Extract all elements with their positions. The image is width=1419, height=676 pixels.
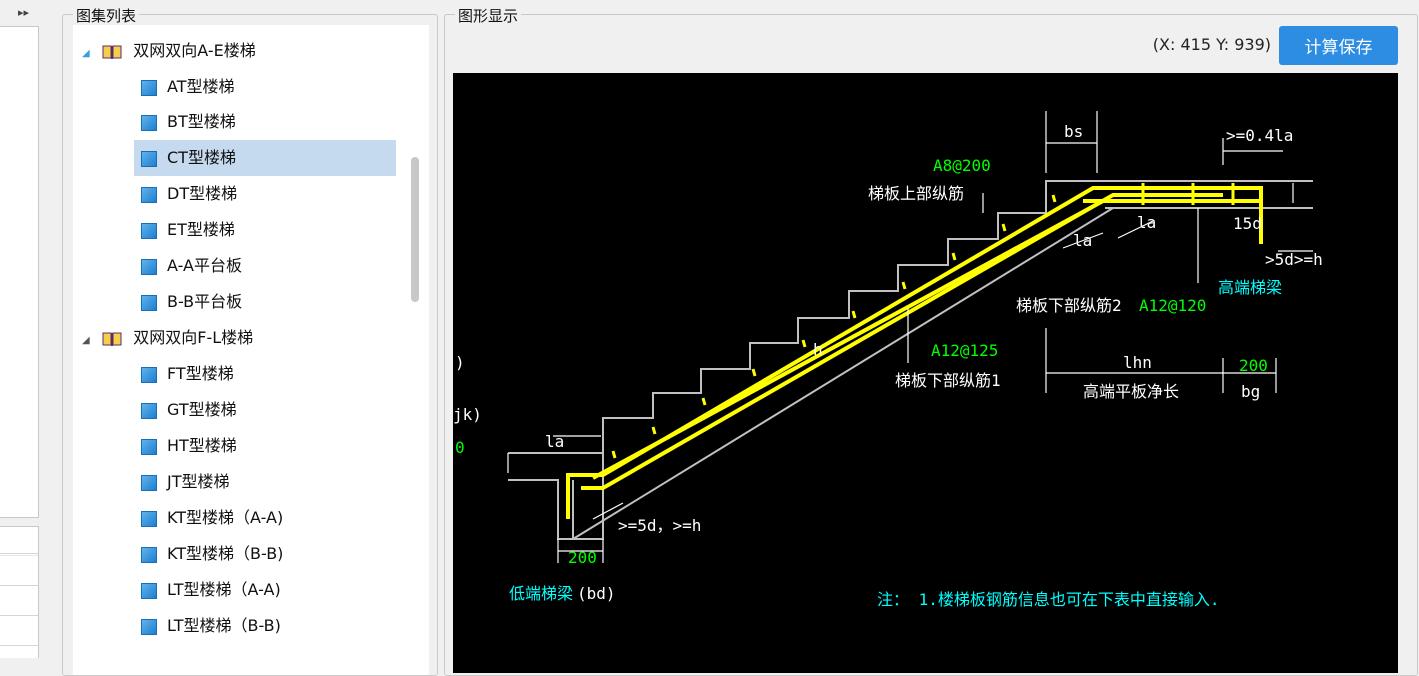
- tree-item-label: HT型楼梯: [167, 436, 237, 455]
- tree-group-2[interactable]: ◢ 双网双向F-L楼梯: [82, 320, 253, 356]
- label-bs: bs: [1064, 122, 1083, 141]
- tree-item-label: ET型楼梯: [167, 220, 235, 239]
- label-hook: >5d>=h: [1265, 250, 1323, 269]
- rebar-ties: [611, 183, 1235, 459]
- stair-outline: [508, 180, 1313, 540]
- label-la-1: la: [1137, 213, 1156, 232]
- cursor-coordinates: (X: 415 Y: 939): [1152, 35, 1271, 54]
- tree-item-label: JT型楼梯: [167, 472, 230, 491]
- cut-label-3: 0: [455, 438, 465, 457]
- bg-value: 200: [1239, 356, 1268, 375]
- tree-item[interactable]: LT型楼梯（A-A): [141, 572, 281, 608]
- tree-item[interactable]: JT型楼梯: [141, 464, 230, 500]
- tree-item-label: GT型楼梯: [167, 400, 237, 419]
- document-icon: [141, 258, 157, 275]
- tree-item[interactable]: KT型楼梯（A-A): [141, 500, 283, 536]
- atlas-tree: [73, 25, 429, 675]
- upper-rebar-label: 梯板上部纵筋: [868, 184, 964, 203]
- document-icon: [141, 510, 157, 527]
- document-icon: [141, 582, 157, 599]
- cut-label-2: jk): [453, 405, 482, 424]
- rebar-lines: [566, 186, 1263, 519]
- tree-item-label: AT型楼梯: [167, 77, 235, 96]
- tree-item-label: DT型楼梯: [167, 184, 238, 203]
- low-beam-label: 低端梯梁: [509, 584, 573, 603]
- tree-item-label: LT型楼梯（B-B): [167, 616, 281, 635]
- calculate-save-button[interactable]: 计算保存: [1279, 26, 1398, 65]
- tree-item-label: FT型楼梯: [167, 364, 234, 383]
- label-15d: 15d: [1233, 214, 1262, 233]
- upper-rebar-spec: A8@200: [933, 156, 991, 175]
- tree-item[interactable]: BT型楼梯: [141, 104, 236, 140]
- document-icon: [141, 546, 157, 563]
- left-list: [0, 26, 39, 518]
- left-grid: [0, 526, 39, 658]
- tree-item-label: A-A平台板: [167, 256, 242, 275]
- tree-item-label: KT型楼梯（B-B): [167, 544, 284, 563]
- tree-item[interactable]: ET型楼梯: [141, 212, 235, 248]
- lower-rebar-1-label: 梯板下部纵筋1: [895, 371, 1001, 390]
- graphic-display-panel: 图形显示 (X: 415 Y: 939) 计算保存: [444, 5, 1418, 676]
- label-lhn: lhn: [1123, 353, 1152, 372]
- expand-icon[interactable]: ◢: [82, 335, 90, 346]
- atlas-list-panel: 图集列表: [62, 5, 438, 676]
- tree-group-1[interactable]: ◢ 双网双向A-E楼梯: [82, 33, 256, 69]
- tree-item-label: BT型楼梯: [167, 112, 236, 131]
- bd-value: 200: [568, 548, 597, 567]
- document-icon: [141, 79, 157, 96]
- tree-selection-highlight: [134, 140, 396, 176]
- tree-item[interactable]: FT型楼梯: [141, 356, 234, 392]
- tree-item[interactable]: LT型楼梯（B-B): [141, 608, 281, 644]
- tree-group-label: 双网双向A-E楼梯: [133, 41, 256, 60]
- tree-scrollbar-thumb[interactable]: [411, 157, 419, 302]
- stair-drawing: bs >=0.4la A8@200 梯板上部纵筋 la la 15d >5d>=…: [453, 111, 1323, 609]
- tree-item-label: KT型楼梯（A-A): [167, 508, 284, 527]
- tree-item[interactable]: GT型楼梯: [141, 392, 237, 428]
- tree-item-label: CT型楼梯: [167, 148, 236, 167]
- graphic-display-title: 图形显示: [455, 5, 522, 26]
- tree-item[interactable]: AT型楼梯: [141, 69, 234, 105]
- document-icon: [141, 150, 157, 167]
- tree-item-label: B-B平台板: [167, 292, 243, 311]
- label-bd: (bd): [577, 584, 616, 603]
- high-slab-length-label: 高端平板净长: [1083, 382, 1179, 401]
- expand-icon[interactable]: ◢: [82, 48, 90, 59]
- label-top-extension: >=0.4la: [1226, 126, 1293, 145]
- document-icon: [141, 366, 157, 383]
- document-icon: [141, 402, 157, 419]
- tree-item[interactable]: DT型楼梯: [141, 176, 237, 212]
- cut-label-1: ): [455, 353, 465, 372]
- label-la-bottom: la: [545, 432, 564, 451]
- lower-rebar-2-label: 梯板下部纵筋2: [1016, 296, 1122, 315]
- tree-group-label: 双网双向F-L楼梯: [133, 328, 254, 347]
- collapse-icon[interactable]: ▸▸: [18, 6, 30, 19]
- document-icon: [141, 222, 157, 239]
- drawing-canvas[interactable]: bs >=0.4la A8@200 梯板上部纵筋 la la 15d >5d>=…: [453, 73, 1398, 673]
- document-icon: [141, 618, 157, 635]
- document-icon: [141, 186, 157, 203]
- dimension-lines: [507, 111, 1313, 563]
- tree-item[interactable]: A-A平台板: [141, 248, 242, 284]
- tree-item[interactable]: B-B平台板: [141, 284, 242, 320]
- tree-item-label: LT型楼梯（A-A): [167, 580, 281, 599]
- left-panel: ▸▸: [0, 0, 40, 658]
- lower-rebar-2-spec: A12@120: [1139, 296, 1206, 315]
- tree-item[interactable]: KT型楼梯（B-B): [141, 536, 283, 572]
- note-text: 注： 1.楼梯板钢筋信息也可在下表中直接输入.: [877, 590, 1220, 609]
- label-h: h: [813, 340, 823, 359]
- document-icon: [141, 438, 157, 455]
- label-bottom-hook: >=5d，>=h: [618, 516, 701, 535]
- label-bg: bg: [1241, 382, 1260, 401]
- lower-rebar-1-spec: A12@125: [931, 341, 998, 360]
- tree-item-selected[interactable]: CT型楼梯: [141, 140, 236, 176]
- book-icon: [102, 45, 122, 59]
- atlas-list-title: 图集列表: [73, 5, 140, 26]
- high-beam-label: 高端梯梁: [1218, 278, 1282, 297]
- book-icon: [102, 332, 122, 346]
- tree-item[interactable]: HT型楼梯: [141, 428, 237, 464]
- document-icon: [141, 114, 157, 131]
- label-la-2: la: [1073, 231, 1092, 250]
- document-icon: [141, 294, 157, 311]
- document-icon: [141, 474, 157, 491]
